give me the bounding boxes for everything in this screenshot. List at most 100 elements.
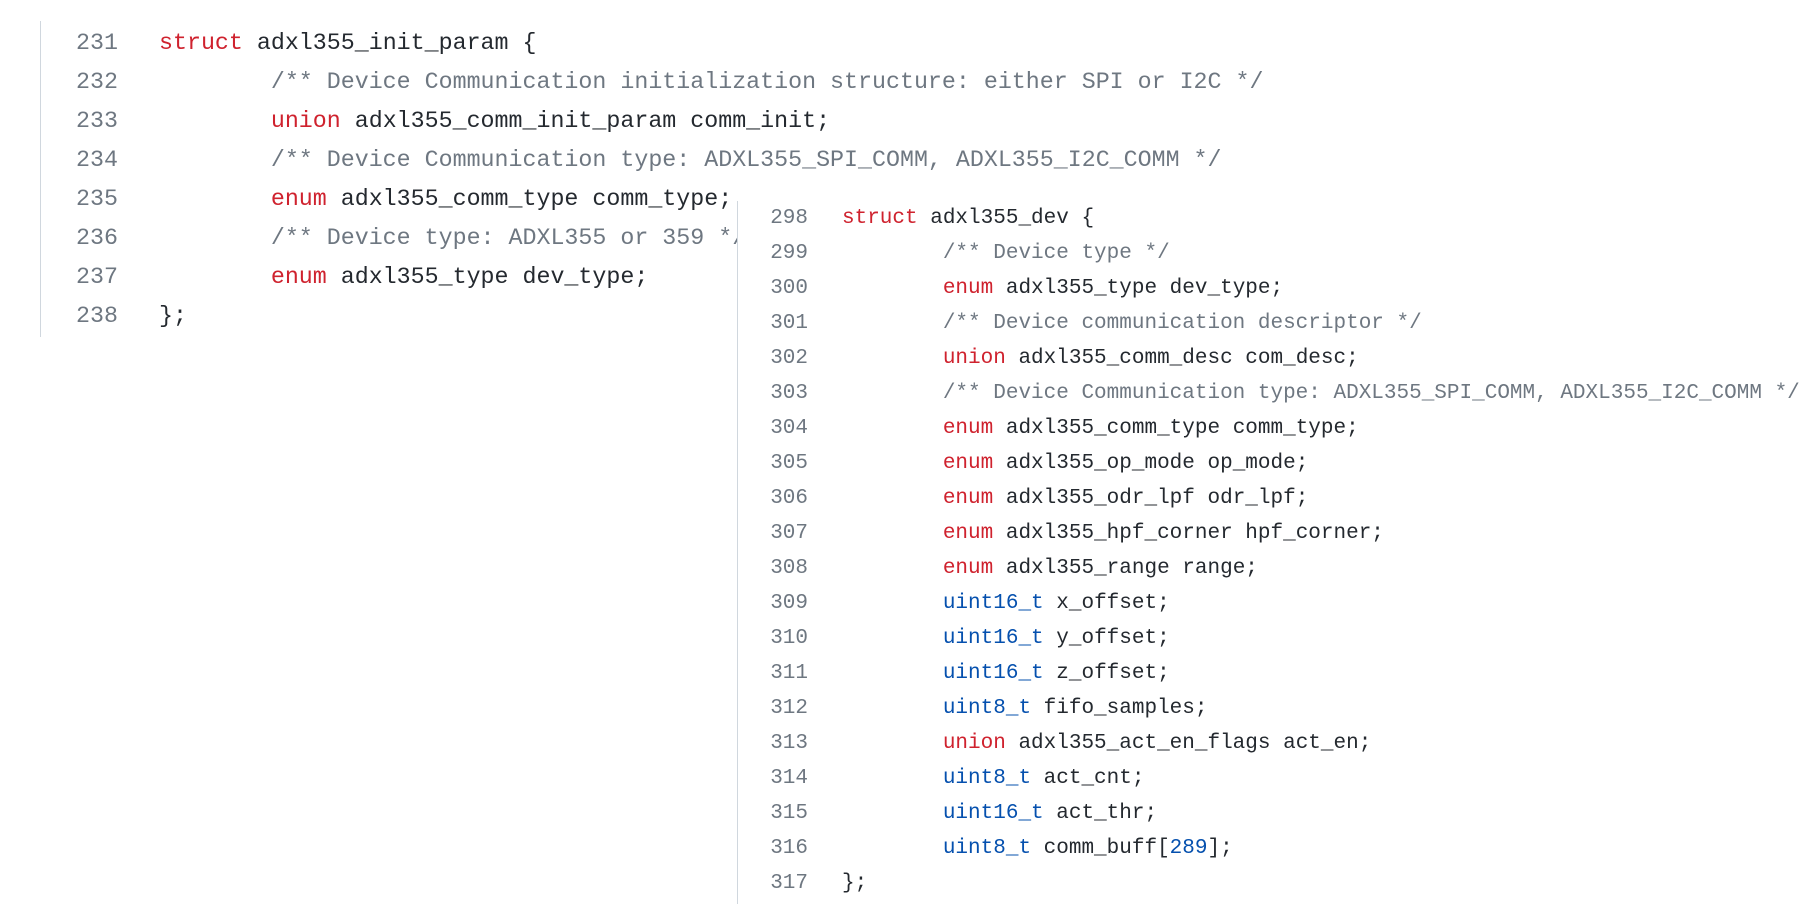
text-token xyxy=(842,802,943,825)
comment-token: /** Device Communication type: ADXL355_S… xyxy=(942,382,1800,405)
line-number[interactable]: 238 xyxy=(76,303,118,329)
code-text: }; xyxy=(118,297,187,336)
text-token xyxy=(842,732,943,755)
code-line: 234 /** Device Communication type: ADXL3… xyxy=(41,141,1221,180)
code-text: enum adxl355_range range; xyxy=(808,551,1258,586)
code-line: 307 enum adxl355_hpf_corner hpf_corner; xyxy=(738,516,1805,551)
code-line: 300 enum adxl355_type dev_type; xyxy=(738,271,1805,306)
text-token: adxl355_odr_lpf odr_lpf; xyxy=(993,487,1309,510)
text-token xyxy=(842,417,943,440)
code-line: 232 /** Device Communication initializat… xyxy=(41,63,1263,102)
keyword-token: union xyxy=(942,347,1006,370)
line-number[interactable]: 306 xyxy=(770,487,808,510)
text-token: comm_buff[ xyxy=(1031,837,1170,860)
code-text: union adxl355_comm_init_param comm_init; xyxy=(118,102,830,141)
code-line: 233 union adxl355_comm_init_param comm_i… xyxy=(41,102,830,141)
code-line: 314 uint8_t act_cnt; xyxy=(738,761,1805,796)
comment-token: /** Device communication descriptor */ xyxy=(942,312,1422,335)
text-token xyxy=(842,522,943,545)
type-token: uint16_t xyxy=(942,662,1044,685)
text-token: adxl355_type dev_type; xyxy=(993,277,1284,300)
code-line: 237 enum adxl355_type dev_type; xyxy=(41,258,801,297)
line-number[interactable]: 237 xyxy=(76,264,118,290)
line-number[interactable]: 315 xyxy=(770,802,808,825)
text-token: }; xyxy=(842,872,868,895)
code-text: uint16_t x_offset; xyxy=(808,586,1170,621)
text-token: ]; xyxy=(1207,837,1233,860)
text-token: adxl355_act_en_flags act_en; xyxy=(1005,732,1372,755)
code-line: 315 uint16_t act_thr; xyxy=(738,796,1805,831)
text-token xyxy=(842,697,943,720)
line-number[interactable]: 312 xyxy=(770,697,808,720)
line-number[interactable]: 298 xyxy=(770,207,808,230)
line-number[interactable]: 300 xyxy=(770,277,808,300)
text-token: adxl355_range range; xyxy=(993,557,1258,580)
line-number[interactable]: 309 xyxy=(770,592,808,615)
text-token: act_thr; xyxy=(1043,802,1158,825)
code-text: union adxl355_act_en_flags act_en; xyxy=(808,726,1371,761)
text-token xyxy=(842,242,943,265)
line-number[interactable]: 299 xyxy=(770,242,808,265)
code-text: /** Device Communication type: ADXL355_S… xyxy=(808,376,1800,411)
code-text: enum adxl355_type dev_type; xyxy=(118,258,648,297)
line-number[interactable]: 307 xyxy=(770,522,808,545)
code-text: uint16_t z_offset; xyxy=(808,656,1170,691)
keyword-token: enum xyxy=(942,452,994,475)
line-number[interactable]: 314 xyxy=(770,767,808,790)
line-number[interactable]: 231 xyxy=(76,30,118,56)
code-snippet-init-param: 231 struct adxl355_init_param { 232 /** De… xyxy=(40,21,1263,337)
code-text: struct adxl355_dev { xyxy=(808,201,1094,236)
keyword-token: struct xyxy=(842,207,918,230)
text-token xyxy=(842,837,943,860)
code-line: 305 enum adxl355_op_mode op_mode; xyxy=(738,446,1805,481)
text-token: adxl355_dev { xyxy=(917,207,1095,230)
line-number[interactable]: 236 xyxy=(76,225,118,251)
keyword-token: enum xyxy=(942,417,994,440)
line-number[interactable]: 311 xyxy=(770,662,808,685)
line-number[interactable]: 316 xyxy=(770,837,808,860)
code-text: uint8_t comm_buff[289]; xyxy=(808,831,1233,866)
line-number[interactable]: 302 xyxy=(770,347,808,370)
text-token: adxl355_comm_type comm_type; xyxy=(993,417,1359,440)
text-token: y_offset; xyxy=(1043,627,1170,650)
line-number[interactable]: 304 xyxy=(770,417,808,440)
keyword-token: struct xyxy=(159,30,243,56)
code-text: enum adxl355_comm_type comm_type; xyxy=(118,180,732,219)
text-token xyxy=(842,662,943,685)
code-line: 238}; xyxy=(41,297,801,336)
text-token xyxy=(159,69,271,95)
code-text: uint8_t fifo_samples; xyxy=(808,691,1208,726)
text-token: }; xyxy=(159,303,187,329)
text-token: z_offset; xyxy=(1043,662,1170,685)
text-token xyxy=(842,277,943,300)
text-token: adxl355_op_mode op_mode; xyxy=(993,452,1309,475)
line-number[interactable]: 233 xyxy=(76,108,118,134)
line-number[interactable]: 303 xyxy=(770,382,808,405)
line-number[interactable]: 310 xyxy=(770,627,808,650)
code-line: 313 union adxl355_act_en_flags act_en; xyxy=(738,726,1805,761)
line-number[interactable]: 235 xyxy=(76,186,118,212)
code-text: /** Device type: ADXL355 or 359 */ xyxy=(118,219,746,258)
line-number[interactable]: 232 xyxy=(76,69,118,95)
type-token: uint8_t xyxy=(942,767,1032,790)
line-number[interactable]: 313 xyxy=(770,732,808,755)
text-token xyxy=(159,186,271,212)
line-number[interactable]: 301 xyxy=(770,312,808,335)
line-number[interactable]: 308 xyxy=(770,557,808,580)
line-number[interactable]: 317 xyxy=(770,872,808,895)
code-text: enum adxl355_comm_type comm_type; xyxy=(808,411,1359,446)
line-number[interactable]: 234 xyxy=(76,147,118,173)
number-token: 289 xyxy=(1169,837,1208,860)
code-text: enum adxl355_odr_lpf odr_lpf; xyxy=(808,481,1308,516)
comment-token: /** Device type */ xyxy=(942,242,1170,265)
type-token: uint8_t xyxy=(942,837,1032,860)
code-text: uint16_t y_offset; xyxy=(808,621,1170,656)
keyword-token: enum xyxy=(942,277,994,300)
text-token: adxl355_comm_desc com_desc; xyxy=(1005,347,1359,370)
type-token: uint16_t xyxy=(942,627,1044,650)
line-number[interactable]: 305 xyxy=(770,452,808,475)
text-token: adxl355_init_param { xyxy=(242,30,537,56)
code-text: /** Device type */ xyxy=(808,236,1170,271)
